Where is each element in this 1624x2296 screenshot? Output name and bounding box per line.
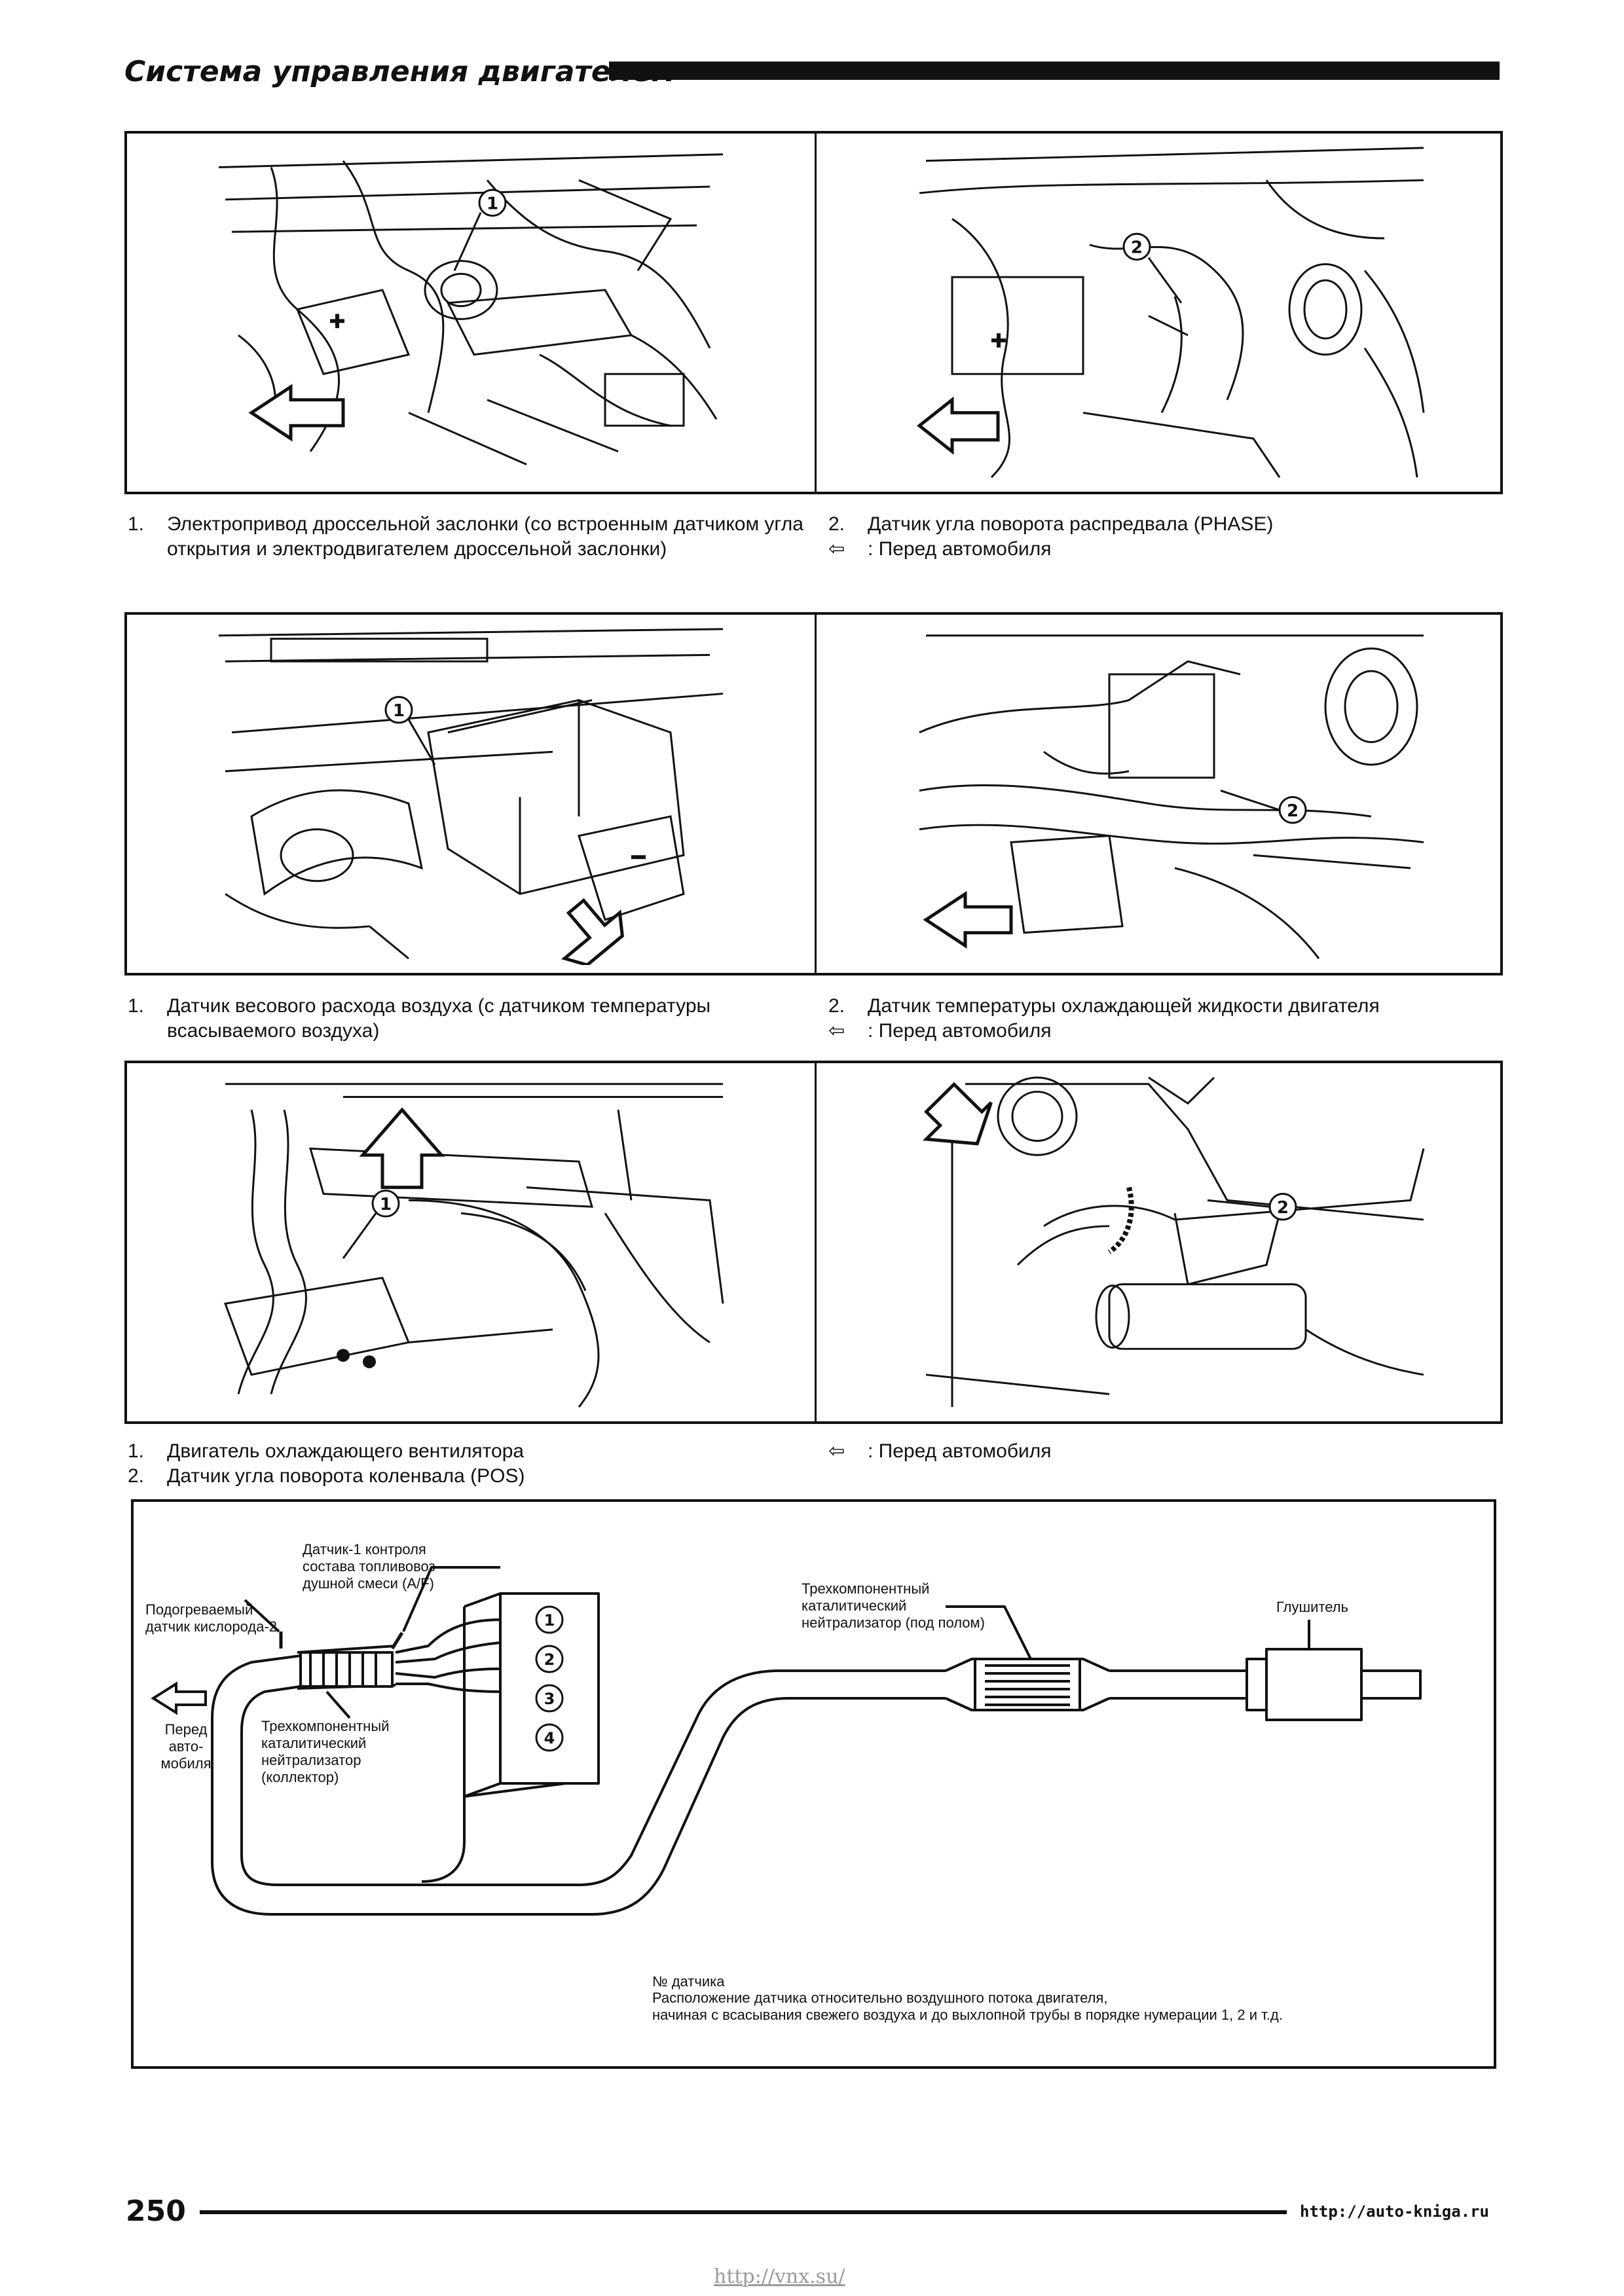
watermark-link[interactable]: http://vnx.su/ [714, 2265, 845, 2288]
svg-text:2: 2 [1131, 238, 1143, 258]
cylinder-label: 1 [544, 1611, 555, 1630]
header-rule [609, 62, 1500, 80]
photo-frame-3: 1 2 [124, 1061, 1503, 1424]
photo-frame-1: 1 2 [124, 131, 1503, 494]
label-af-sensor: Датчик-1 контроля состава топливовоз- ду… [303, 1541, 440, 1592]
footer-rule [200, 2210, 1287, 2214]
caption-item: 2. Датчик угла поворота коленвала (POS) [128, 1465, 525, 1487]
panel-divider [815, 134, 817, 492]
engine-photo-cooling-fan: 1 [212, 1071, 736, 1413]
label-muffler: Глушитель [1276, 1599, 1349, 1615]
panel-divider [815, 615, 817, 973]
caption-item: 1. Двигатель охлаждающего вентилятора [128, 1440, 525, 1462]
caption-item: 2. Датчик температуры охлаждающей жидкос… [828, 995, 1380, 1017]
engine-photo-maf-sensor: 1 [212, 623, 736, 965]
caption-item: 1. Датчик весового расхода воздуха (с да… [128, 995, 711, 1042]
label-underfloor-catalyst: Трехкомпонентный каталитический нейтрали… [802, 1580, 985, 1631]
svg-text:2: 2 [1277, 1198, 1289, 1218]
exhaust-sensor-diagram: 1 2 3 4 Датчик-1 контроля состава топлив… [131, 1499, 1496, 2069]
svg-text:2: 2 [1287, 801, 1299, 821]
engine-photo-coolant-sensor: 2 [913, 623, 1437, 965]
caption-item: ⇦ : Перед автомобиля [828, 1440, 1052, 1462]
caption-item: 1. Электропривод дроссельной заслонки (с… [128, 513, 803, 560]
note-text: Расположение датчика относительно воздуш… [652, 1990, 1283, 2023]
note-title: № датчика [652, 1973, 725, 1990]
cylinder-label: 2 [544, 1650, 555, 1669]
footer-url[interactable]: http://auto-kniga.ru [1300, 2202, 1489, 2221]
page-number: 250 [126, 2195, 186, 2228]
engine-photo-throttle: 1 [212, 141, 736, 484]
page-title: Система управления двигателем [124, 55, 675, 88]
caption-item: 2. Датчик угла поворота распредвала (PHA… [828, 513, 1274, 535]
svg-text:1: 1 [393, 701, 405, 721]
label-manifold-catalyst: Трехкомпонентный каталитический нейтрали… [261, 1718, 390, 1785]
caption-item: ⇦ : Перед автомобиля [828, 538, 1052, 560]
page-header: Система управления двигателем [124, 54, 1500, 90]
engine-photo-camshaft-sensor: 2 [913, 141, 1437, 484]
caption-item: ⇦ : Перед автомобиля [828, 1020, 1052, 1042]
photo-frame-2: 1 2 [124, 612, 1503, 975]
engine-photo-crankshaft-sensor: 2 [913, 1071, 1437, 1413]
svg-text:1: 1 [380, 1195, 392, 1214]
cylinder-label: 3 [544, 1690, 555, 1708]
cylinder-label: 4 [544, 1729, 555, 1747]
svg-text:1: 1 [487, 194, 498, 214]
label-o2-sensor: Подогреваемый датчик кислорода-2 [145, 1601, 278, 1635]
label-vehicle-front: Перед авто- мобиля [160, 1721, 212, 1772]
panel-divider [815, 1063, 817, 1421]
